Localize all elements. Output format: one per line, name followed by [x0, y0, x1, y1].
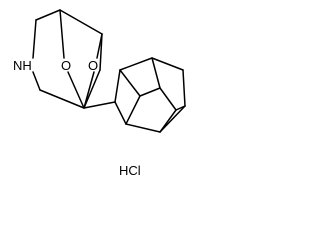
bond-ad-k — [139, 87, 161, 97]
bond-c4-adamantyl — [83, 101, 116, 109]
bond-ad-n — [159, 109, 177, 133]
bond-ad-f — [125, 123, 161, 133]
bond-o-upper-c4 — [67, 71, 85, 109]
bond-ad-j — [151, 57, 161, 89]
bond-c1-c2 — [35, 9, 61, 21]
bond-c3-c4 — [39, 89, 85, 109]
molecule-structure: NH O O HCl — [13, 9, 186, 178]
bond-ad-l — [159, 87, 177, 111]
bond-o-lower-c4 — [83, 71, 95, 109]
salt-label: HCl — [119, 163, 141, 178]
bond-c6-o-lower — [96, 33, 103, 59]
bond-ad-b — [119, 57, 153, 71]
bond-ad-c — [151, 57, 184, 71]
bond-ad-g — [114, 101, 127, 125]
bond-ad-i — [125, 95, 141, 125]
bond-ad-e — [159, 105, 186, 133]
bond-c1-o-upper — [59, 9, 65, 59]
bond-ad-h — [119, 69, 141, 97]
bond-ad-a — [114, 69, 121, 103]
bond-ad-m — [175, 105, 186, 111]
atom-oxygen-upper-label: O — [61, 58, 71, 73]
bond-c2-n — [32, 19, 37, 59]
bond-c4-c5 — [83, 69, 101, 109]
structure-canvas: NH O O HCl — [0, 0, 197, 190]
atom-oxygen-lower-label: O — [88, 58, 98, 73]
bond-c5-c6 — [99, 33, 103, 71]
bond-ad-d — [182, 69, 186, 107]
bond-n-c3 — [32, 71, 41, 91]
atom-nitrogen-label: NH — [13, 58, 32, 73]
bond-c6-c1 — [59, 9, 103, 35]
